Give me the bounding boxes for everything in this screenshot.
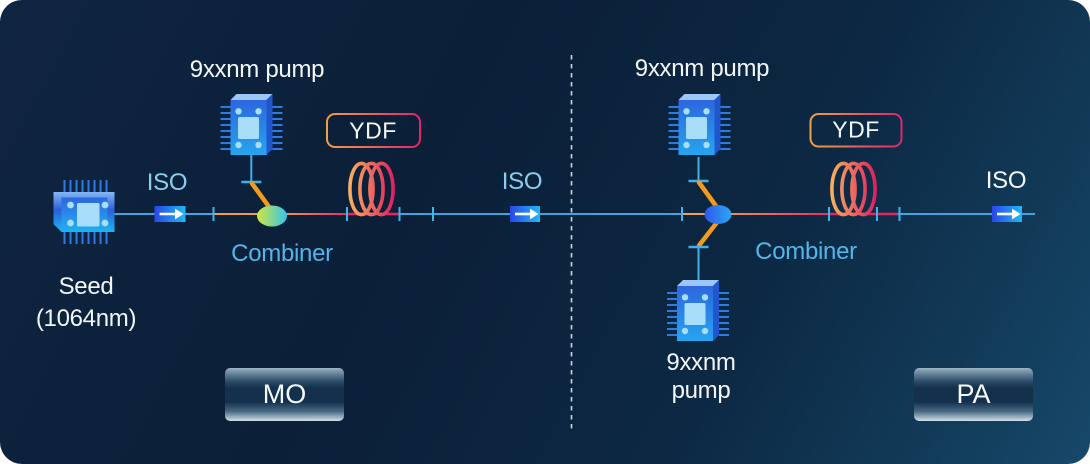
isolator-1	[154, 206, 186, 222]
ydf-label-pa: YDF	[832, 116, 880, 143]
ydf-coil-mo	[348, 161, 395, 217]
ydf-label-mo: YDF	[349, 117, 397, 143]
ydf-box-pa	[809, 113, 903, 148]
ydf-box-mo	[326, 113, 421, 148]
pa-pump-bottom-assembly	[666, 220, 730, 342]
iso2-label: ISO	[501, 168, 543, 195]
pa-pump-top-assembly	[667, 93, 732, 209]
fiber-splice-ticks	[212, 207, 901, 221]
combiner-pa	[704, 205, 732, 224]
pump-arm-orange	[696, 180, 719, 209]
pump-arm-orange	[249, 181, 272, 210]
seed-label-line1: Seed	[58, 273, 114, 300]
pa-pump-bottom-label-line1: 9xxnm	[666, 349, 736, 376]
ydf-coil-pa	[830, 161, 877, 217]
seed-label-line2: (1064nm)	[35, 305, 137, 332]
mo-combiner-label: Combiner	[231, 240, 333, 267]
combiner-mo	[257, 205, 287, 227]
pump-arm-orange	[696, 220, 719, 248]
pa-stage-box: PA	[914, 368, 1033, 421]
pump-chip-mo	[219, 93, 284, 156]
iso1-label: ISO	[146, 169, 188, 196]
seed-label: Seed (1064nm)	[35, 271, 137, 335]
seed-chip	[52, 179, 116, 245]
mo-stage-label: MO	[262, 379, 307, 409]
pa-pump-bottom-label: 9xxnm pump	[666, 349, 736, 404]
mo-pump-label: 9xxnm pump	[189, 56, 325, 83]
iso3-label: ISO	[985, 167, 1027, 194]
mo-pump-assembly	[219, 93, 284, 210]
pa-combiner-label: Combiner	[755, 238, 857, 265]
isolator-2	[510, 206, 540, 222]
pump-chip-pa-top	[667, 93, 732, 156]
pa-pump-top-label: 9xxnm pump	[634, 55, 770, 82]
pa-pump-bottom-label-line2: pump	[671, 376, 731, 404]
pa-stage-label: PA	[956, 379, 991, 409]
isolator-3	[992, 206, 1022, 222]
pump-chip-pa-bottom	[666, 279, 730, 342]
mo-stage-box: MO	[225, 368, 344, 421]
